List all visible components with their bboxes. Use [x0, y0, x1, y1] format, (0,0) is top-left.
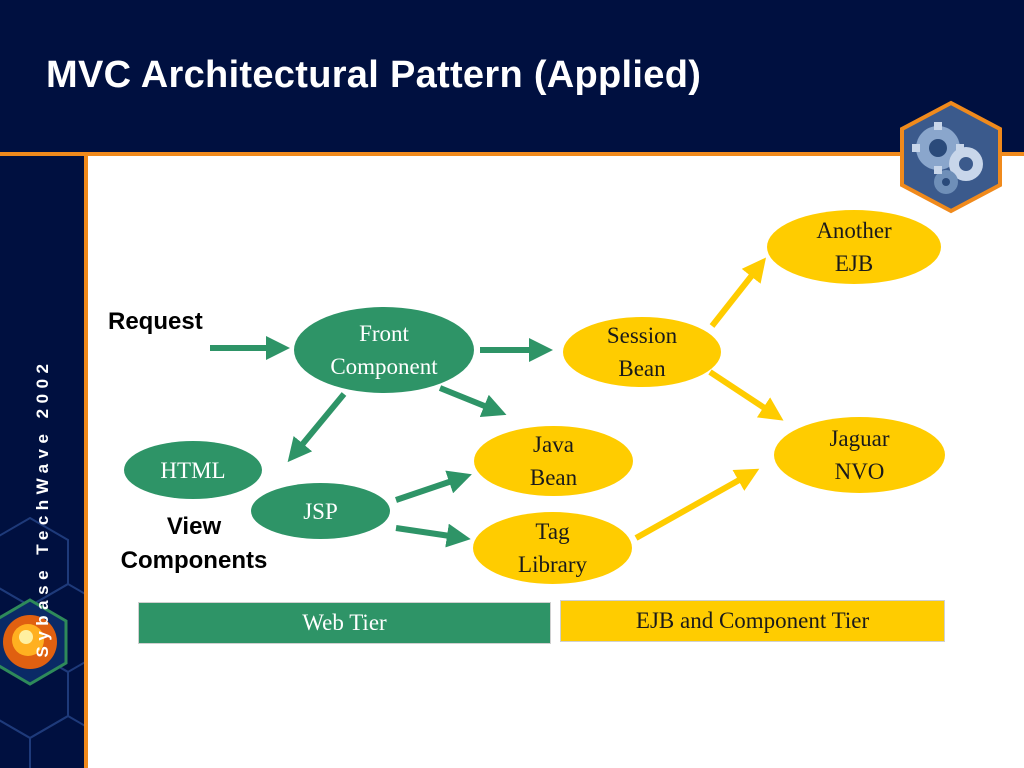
arrow-front-component-to-html — [287, 392, 347, 463]
arrow-jsp-to-java-bean — [395, 470, 472, 503]
web-tier-bar: Web Tier — [138, 602, 551, 644]
slide-title: MVC Architectural Pattern (Applied) — [46, 54, 702, 96]
view-components-label: View Components — [96, 510, 292, 578]
hexagon-pattern-icon — [0, 516, 84, 768]
header-orange-rule — [0, 152, 1024, 156]
arrow-tag-library-to-jaguar-nvo — [634, 468, 760, 541]
arrow-front-component-to-java-bean — [438, 385, 507, 418]
slide-header — [0, 0, 1024, 155]
arrow-session-bean-to-jaguar-nvo — [708, 369, 784, 421]
html-node: HTML — [124, 441, 262, 499]
arrow-session-bean-to-another-ejb — [709, 257, 767, 328]
sidebar-orange-rule — [84, 156, 88, 768]
sun-hexagon-icon — [0, 598, 68, 686]
jsp-node: JSP — [251, 483, 390, 539]
arrow-jsp-to-tag-library — [395, 523, 471, 548]
view-components-line2: Components — [120, 547, 268, 574]
sidebar: Sybase TechWave 2002 — [0, 156, 84, 768]
request-label: Request — [108, 308, 203, 335]
ejb-tier-bar: EJB and Component Tier — [560, 600, 945, 642]
view-components-line1: View — [166, 513, 222, 540]
gears-hexagon-logo-icon — [900, 100, 1002, 214]
